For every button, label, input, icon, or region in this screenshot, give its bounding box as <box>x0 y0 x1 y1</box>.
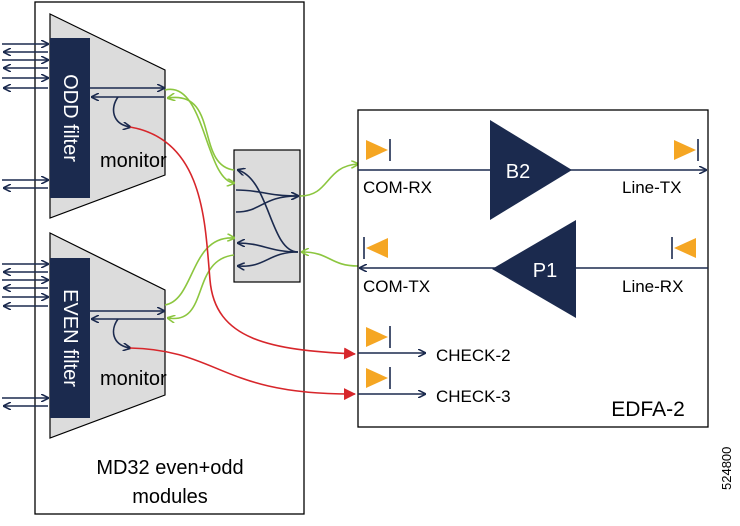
even-monitor-label: monitor <box>100 368 167 390</box>
line-tx-label: Line-TX <box>622 178 682 197</box>
odd-ports <box>2 44 48 188</box>
md32-label-line2: modules <box>132 486 208 508</box>
p1-label: P1 <box>533 260 557 282</box>
line-rx-label: Line-RX <box>622 277 683 296</box>
com-tx-diode-icon <box>363 237 388 259</box>
even-filter-block <box>50 258 90 418</box>
check3-diode-icon <box>366 367 391 389</box>
coupler-box <box>233 149 301 283</box>
com-tx-label: COM-TX <box>363 277 430 296</box>
md32-label-line1: MD32 even+odd <box>96 457 243 479</box>
odd-filter-block <box>50 38 90 198</box>
com-rx-diode-icon <box>366 139 391 161</box>
red-links <box>129 126 356 401</box>
check3-label: CHECK-3 <box>436 387 511 406</box>
b2-label: B2 <box>506 161 530 183</box>
edfa-title: EDFA-2 <box>611 398 685 421</box>
line-rx-diode-icon <box>671 237 696 259</box>
coupler-paths <box>236 170 298 266</box>
odd-filter-label: ODD filter <box>59 74 81 162</box>
even-internal-arrows <box>90 311 164 348</box>
even-filter-label: EVEN filter <box>59 289 81 387</box>
p1-amplifier <box>492 220 576 318</box>
odd-internal-arrows <box>90 88 164 127</box>
check2-label: CHECK-2 <box>436 346 511 365</box>
green-links <box>164 88 358 318</box>
odd-monitor-label: monitor <box>100 150 167 172</box>
figure-id: 524800 <box>719 447 734 490</box>
photodiodes <box>363 139 699 389</box>
b2-amplifier <box>490 120 572 220</box>
line-tx-diode-icon <box>674 139 699 161</box>
com-rx-label: COM-RX <box>363 178 432 197</box>
even-ports <box>2 264 48 406</box>
check2-diode-icon <box>366 326 391 348</box>
